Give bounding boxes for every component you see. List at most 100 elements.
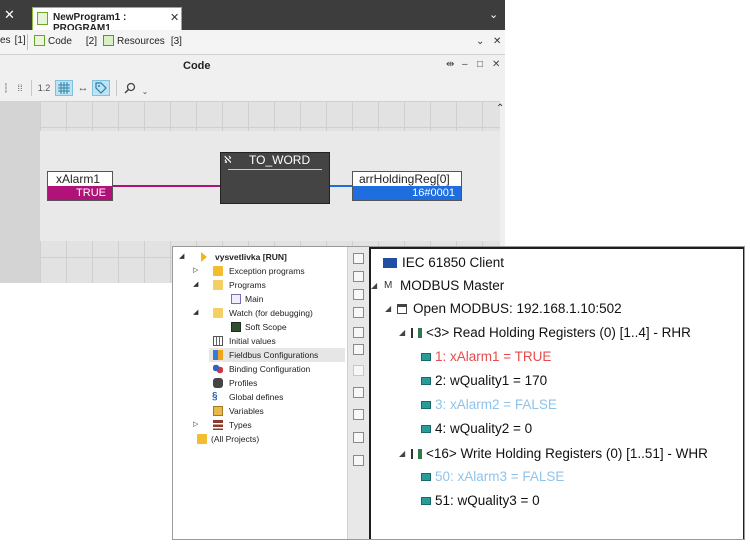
separator [27, 34, 28, 50]
close-icon[interactable]: ✕ [492, 59, 501, 70]
tree-node-label: 51: wQuality3 = 0 [435, 493, 540, 508]
tree-item-exception-programs[interactable]: ▷ Exception programs [193, 264, 343, 278]
register-group-icon [411, 328, 422, 338]
tree-node-label: 1: xAlarm1 = TRUE [435, 349, 552, 364]
tree-item-main[interactable]: Main [229, 292, 343, 306]
profiles-icon [213, 378, 223, 388]
expand-arrow-icon[interactable]: ▷ [193, 267, 199, 274]
toolbar-icon-7[interactable] [353, 365, 364, 376]
tree-item-soft-scope[interactable]: Soft Scope [229, 320, 343, 334]
input-variable-xalarm1[interactable]: xAlarm1 TRUE [47, 171, 113, 201]
subtab-partial[interactable]: es[1] [0, 35, 26, 46]
subtab-resources-count: [3] [170, 36, 182, 47]
close-icon[interactable]: ✕ [4, 7, 15, 22]
variables-icon [213, 406, 223, 416]
toolbar-icon-9[interactable] [353, 409, 364, 420]
ide-window: ✕ NewProgram1 : PROGRAM1 ✕ ⌄ es[1] Code[… [0, 0, 505, 283]
minimize-icon[interactable]: – [462, 59, 468, 70]
wrench-icon[interactable] [353, 455, 364, 466]
tree-item-project[interactable]: ◢ vysvetlivka [RUN] [179, 250, 344, 264]
collapse-arrow-icon[interactable]: ◢ [193, 309, 199, 316]
toolbar-icon-4[interactable] [353, 307, 364, 318]
variable-name: xAlarm1 [56, 172, 101, 186]
fieldbus-network-tree: IEC 61850 Client ◢ M MODBUS Master ◢ Ope… [371, 249, 743, 539]
tree-item-all-projects[interactable]: (All Projects) [195, 432, 343, 446]
scroll-up-icon[interactable]: ⌃ [496, 103, 505, 114]
function-icon: ℵ [224, 155, 232, 166]
expand-arrow-icon[interactable]: ▷ [193, 421, 199, 428]
tree-node-label: IEC 61850 Client [402, 255, 505, 270]
tree-item-watch[interactable]: ◢ Watch (for debugging) [193, 306, 343, 320]
grid-toggle-button[interactable] [55, 80, 73, 96]
chevron-down-icon[interactable]: ⌄ [476, 36, 485, 47]
tree-item-label: Main [245, 294, 264, 304]
folder-icon [197, 434, 207, 444]
iec-icon [383, 258, 397, 268]
collapse-arrow-icon[interactable]: ◢ [399, 449, 406, 458]
subtab-partial-count: [1] [14, 35, 26, 46]
arrows-icon[interactable]: ↔ [77, 82, 89, 94]
tree-item-label: Programs [229, 280, 266, 290]
folder-open-icon [213, 308, 223, 318]
separator [116, 80, 117, 96]
collapse-arrow-icon[interactable]: ◢ [179, 253, 185, 260]
tree-item-programs[interactable]: ◢ Programs [193, 278, 343, 292]
toolbar-icon-10[interactable] [353, 432, 364, 443]
separator [31, 80, 32, 96]
close-icon[interactable]: ✕ [493, 36, 502, 47]
program-icon [231, 294, 241, 304]
tree-item-profiles[interactable]: Profiles [209, 376, 343, 390]
tree-item-label: Variables [229, 406, 264, 416]
tab-label: NewProgram1 : PROGRAM1 [53, 12, 127, 34]
tree-item-label: Profiles [229, 378, 258, 388]
chevron-down-icon[interactable]: ⌄ [489, 9, 499, 21]
vertical-toolbar [347, 247, 370, 539]
close-icon[interactable]: ✕ [170, 12, 180, 24]
toolbar-icon-8[interactable] [353, 387, 364, 398]
run-icon [201, 252, 214, 262]
collapse-arrow-icon[interactable]: ◢ [371, 281, 378, 290]
subtab-resources[interactable]: Resources[3] [103, 35, 182, 47]
tree-node-label: <3> Read Holding Registers (0) [1..4] - … [426, 325, 691, 340]
types-icon [213, 420, 223, 430]
tree-item-label: Exception programs [229, 266, 305, 276]
bool-wire [112, 185, 220, 187]
tag-icon[interactable] [92, 80, 110, 96]
table-icon [213, 336, 223, 346]
tree-item-binding-configuration[interactable]: Binding Configuration [209, 362, 343, 376]
tree-item-global-defines[interactable]: § Global defines [209, 390, 343, 404]
toolbar-icon-6[interactable] [353, 344, 364, 355]
align-icon[interactable]: ⁞⁞ [17, 83, 23, 93]
collapse-arrow-icon[interactable]: ◢ [385, 304, 392, 313]
collapse-arrow-icon[interactable]: ◢ [193, 281, 199, 288]
numbering-button[interactable]: 1.2 [37, 83, 51, 93]
binding-icon [213, 364, 223, 374]
subtab-code[interactable]: Code[2] [34, 35, 97, 47]
function-block-to-word[interactable]: ℵ TO_WORD [220, 152, 330, 204]
pin-icon[interactable]: ⇹ [446, 59, 455, 70]
register-icon [421, 425, 431, 433]
tree-item-variables[interactable]: Variables [209, 404, 343, 418]
tree-node-label: MODBUS Master [400, 278, 505, 293]
tab-newprogram1[interactable]: NewProgram1 : PROGRAM1 ✕ [32, 7, 182, 34]
variable-name: arrHoldingReg[0] [359, 172, 450, 186]
register-icon [421, 497, 431, 505]
tree-item-fieldbus-configurations[interactable]: Fieldbus Configurations [209, 348, 345, 362]
tree-item-types[interactable]: ▷ Types [193, 418, 343, 432]
maximize-icon[interactable]: □ [477, 59, 484, 70]
toolbar-icon-3[interactable] [353, 289, 364, 300]
toolbar-icon-1[interactable] [353, 253, 364, 264]
collapse-arrow-icon[interactable]: ◢ [399, 328, 406, 337]
tree-item-initial-values[interactable]: Initial values [209, 334, 343, 348]
toolbar-partial-icon[interactable]: ┆ [3, 83, 9, 93]
toolbar-icon-5[interactable] [353, 327, 364, 338]
chevron-down-icon[interactable]: ⌄ [141, 87, 149, 96]
output-variable-arrholdingreg[interactable]: arrHoldingReg[0] 16#0001 [352, 171, 462, 201]
code-icon [34, 35, 45, 46]
tree-node-label: 2: wQuality1 = 170 [435, 373, 548, 388]
tree-node-label: 4: wQuality2 = 0 [435, 421, 533, 436]
resources-icon [103, 35, 114, 46]
toolbar-icon-2[interactable] [353, 271, 364, 282]
search-icon[interactable] [122, 80, 138, 96]
program-icon [37, 12, 48, 25]
